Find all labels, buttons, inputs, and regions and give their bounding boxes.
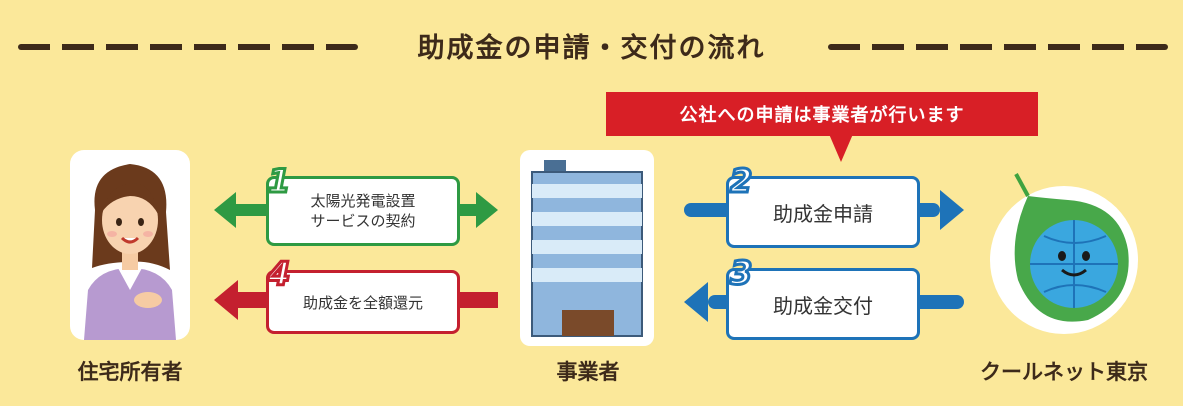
step-3-number: 3 <box>728 254 753 292</box>
step-1-number: 1 <box>266 162 291 200</box>
step-4-text: 助成金を全額還元 <box>302 293 423 312</box>
step-4-box: 助成金を全額還元 <box>266 270 460 334</box>
step-4-number: 4 <box>266 255 291 293</box>
step-1-box: 太陽光発電設置 サービスの契約 <box>266 176 460 246</box>
business-label: 事業者 <box>556 360 620 384</box>
woman-icon <box>70 150 190 340</box>
office-building-icon <box>520 150 654 346</box>
step-3-text: 助成金交付 <box>773 293 873 318</box>
callout-banner: 公社への申請は事業者が行います <box>606 92 1038 136</box>
step-2-text: 助成金申請 <box>773 201 873 226</box>
step-1-line-1: 太陽光発電設置 <box>310 192 416 210</box>
step-2-box: 助成金申請 <box>726 176 920 248</box>
page-title: 助成金の申請・交付の流れ <box>417 33 766 64</box>
coolnet-tokyo-mascot-icon <box>988 160 1140 336</box>
callout-tail <box>829 134 853 162</box>
step-3-box: 助成金交付 <box>726 268 920 340</box>
coolnet-label: クールネット東京 <box>980 360 1148 384</box>
homeowner-label: 住宅所有者 <box>77 360 183 384</box>
step-2-number: 2 <box>728 162 753 200</box>
step-1-line-2: サービスの契約 <box>310 212 416 230</box>
title-dash-right <box>828 44 1168 50</box>
title-dash-left <box>18 44 358 50</box>
